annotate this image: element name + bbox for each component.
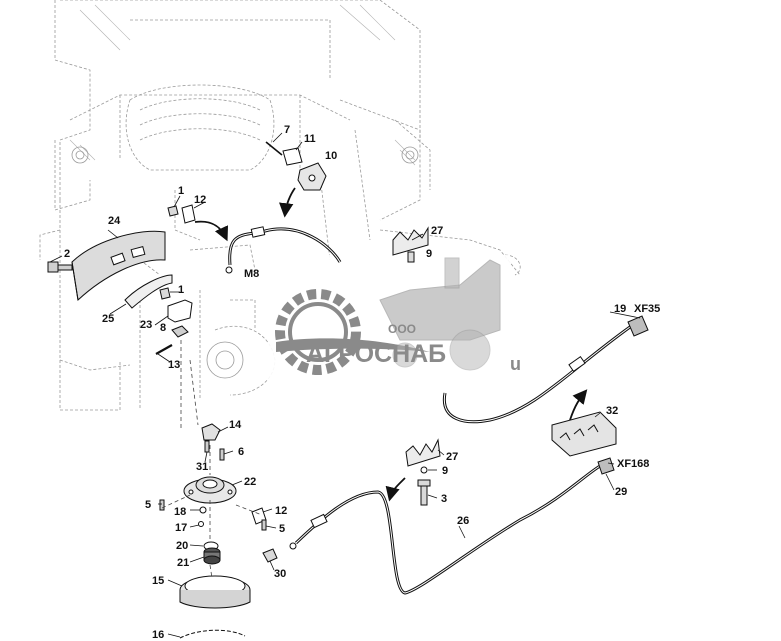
callout-9-upper: 9 — [426, 248, 432, 260]
callout-11: 11 — [304, 133, 316, 145]
frame-hatching — [69, 4, 416, 166]
connector-xf168 — [597, 457, 615, 475]
callout-31: 31 — [196, 461, 208, 473]
sensor-8 — [171, 325, 189, 338]
callout-29: 29 — [615, 486, 627, 498]
bracket-27-upper — [392, 226, 429, 256]
callout-27-lower: 27 — [446, 451, 458, 463]
pin-7 — [265, 141, 283, 156]
bolt-3 — [417, 479, 431, 506]
callout-24: 24 — [108, 215, 121, 227]
callout-5-left: 5 — [145, 499, 151, 511]
callout-8: 8 — [160, 322, 166, 334]
callout-20: 20 — [176, 540, 188, 552]
arrow-from-bracket-27 — [385, 477, 406, 502]
bushing-21 — [203, 547, 221, 565]
callout-m8: M8 — [244, 268, 259, 280]
shield-25 — [124, 274, 173, 309]
washer-17 — [198, 521, 204, 527]
screw-5-left — [159, 499, 165, 511]
callout-16: 16 — [152, 629, 164, 641]
watermark-company-prefix: ООО — [388, 322, 416, 336]
machine-background-outline — [39, 0, 521, 411]
callout-3: 3 — [441, 493, 447, 505]
callout-15: 15 — [152, 575, 164, 587]
callout-19: 19 — [614, 303, 626, 315]
screw-31 — [204, 440, 210, 453]
callout-25: 25 — [102, 313, 114, 325]
callout-21: 21 — [177, 557, 189, 569]
sensor-cable-26 — [294, 464, 601, 595]
callout-5-right: 5 — [279, 523, 285, 535]
ring-15 — [179, 575, 251, 609]
watermark-suffix: u — [510, 354, 521, 374]
screw-5-right — [261, 519, 267, 531]
clamp-block-32 — [551, 411, 617, 457]
screw-6 — [219, 448, 225, 461]
clip-12-upper — [181, 204, 196, 224]
callout-9-lower: 9 — [442, 465, 448, 477]
watermark-company-name: АГРОСНАБ — [306, 340, 446, 368]
arrow-to-clamp-32 — [569, 389, 588, 421]
callout-22: 22 — [244, 476, 256, 488]
callout-1-lower: 1 — [178, 284, 184, 296]
gear-logo-icon — [275, 289, 361, 375]
mount-plate-22 — [183, 476, 237, 504]
callout-18: 18 — [174, 506, 186, 518]
bracket-23 — [167, 299, 193, 323]
callout-10: 10 — [325, 150, 337, 162]
tractor-silhouette-icon — [379, 257, 501, 371]
callout-17: 17 — [175, 522, 187, 534]
callout-23: 23 — [140, 319, 152, 331]
cable-13 — [155, 344, 173, 355]
callout-2: 2 — [64, 248, 70, 260]
callout-xf168: XF168 — [617, 458, 649, 470]
washer-18 — [199, 506, 207, 514]
bolt-2 — [47, 261, 73, 273]
callout-32: 32 — [606, 405, 618, 417]
arrow-to-upper-cable — [194, 220, 229, 242]
washer-9-lower — [420, 466, 428, 474]
arrow-from-block-10 — [279, 187, 296, 218]
callout-26: 26 — [457, 515, 469, 527]
clip-11 — [282, 147, 303, 166]
clip-14 — [201, 423, 221, 441]
bracket-27-lower — [405, 438, 441, 467]
callout-7: 7 — [284, 124, 290, 136]
road-swoosh-icon — [276, 338, 430, 352]
callout-12-lower: 12 — [275, 505, 287, 517]
callout-xf35: XF35 — [634, 303, 660, 315]
callout-6: 6 — [238, 446, 244, 458]
callout-30: 30 — [274, 568, 286, 580]
sensor-30 — [262, 548, 278, 563]
callout-14: 14 — [229, 419, 242, 431]
callout-27-upper: 27 — [431, 225, 443, 237]
connector-xf35 — [627, 315, 649, 337]
clamp-16 — [179, 629, 246, 639]
agrosnab-watermark: ООО АГРОСНАБ u — [268, 255, 521, 395]
bolt-1-upper — [167, 205, 179, 217]
callout-1-upper: 1 — [178, 185, 184, 197]
callout-13: 13 — [168, 359, 180, 371]
bolt-1-lower — [159, 287, 171, 300]
callout-12-upper: 12 — [194, 194, 206, 206]
